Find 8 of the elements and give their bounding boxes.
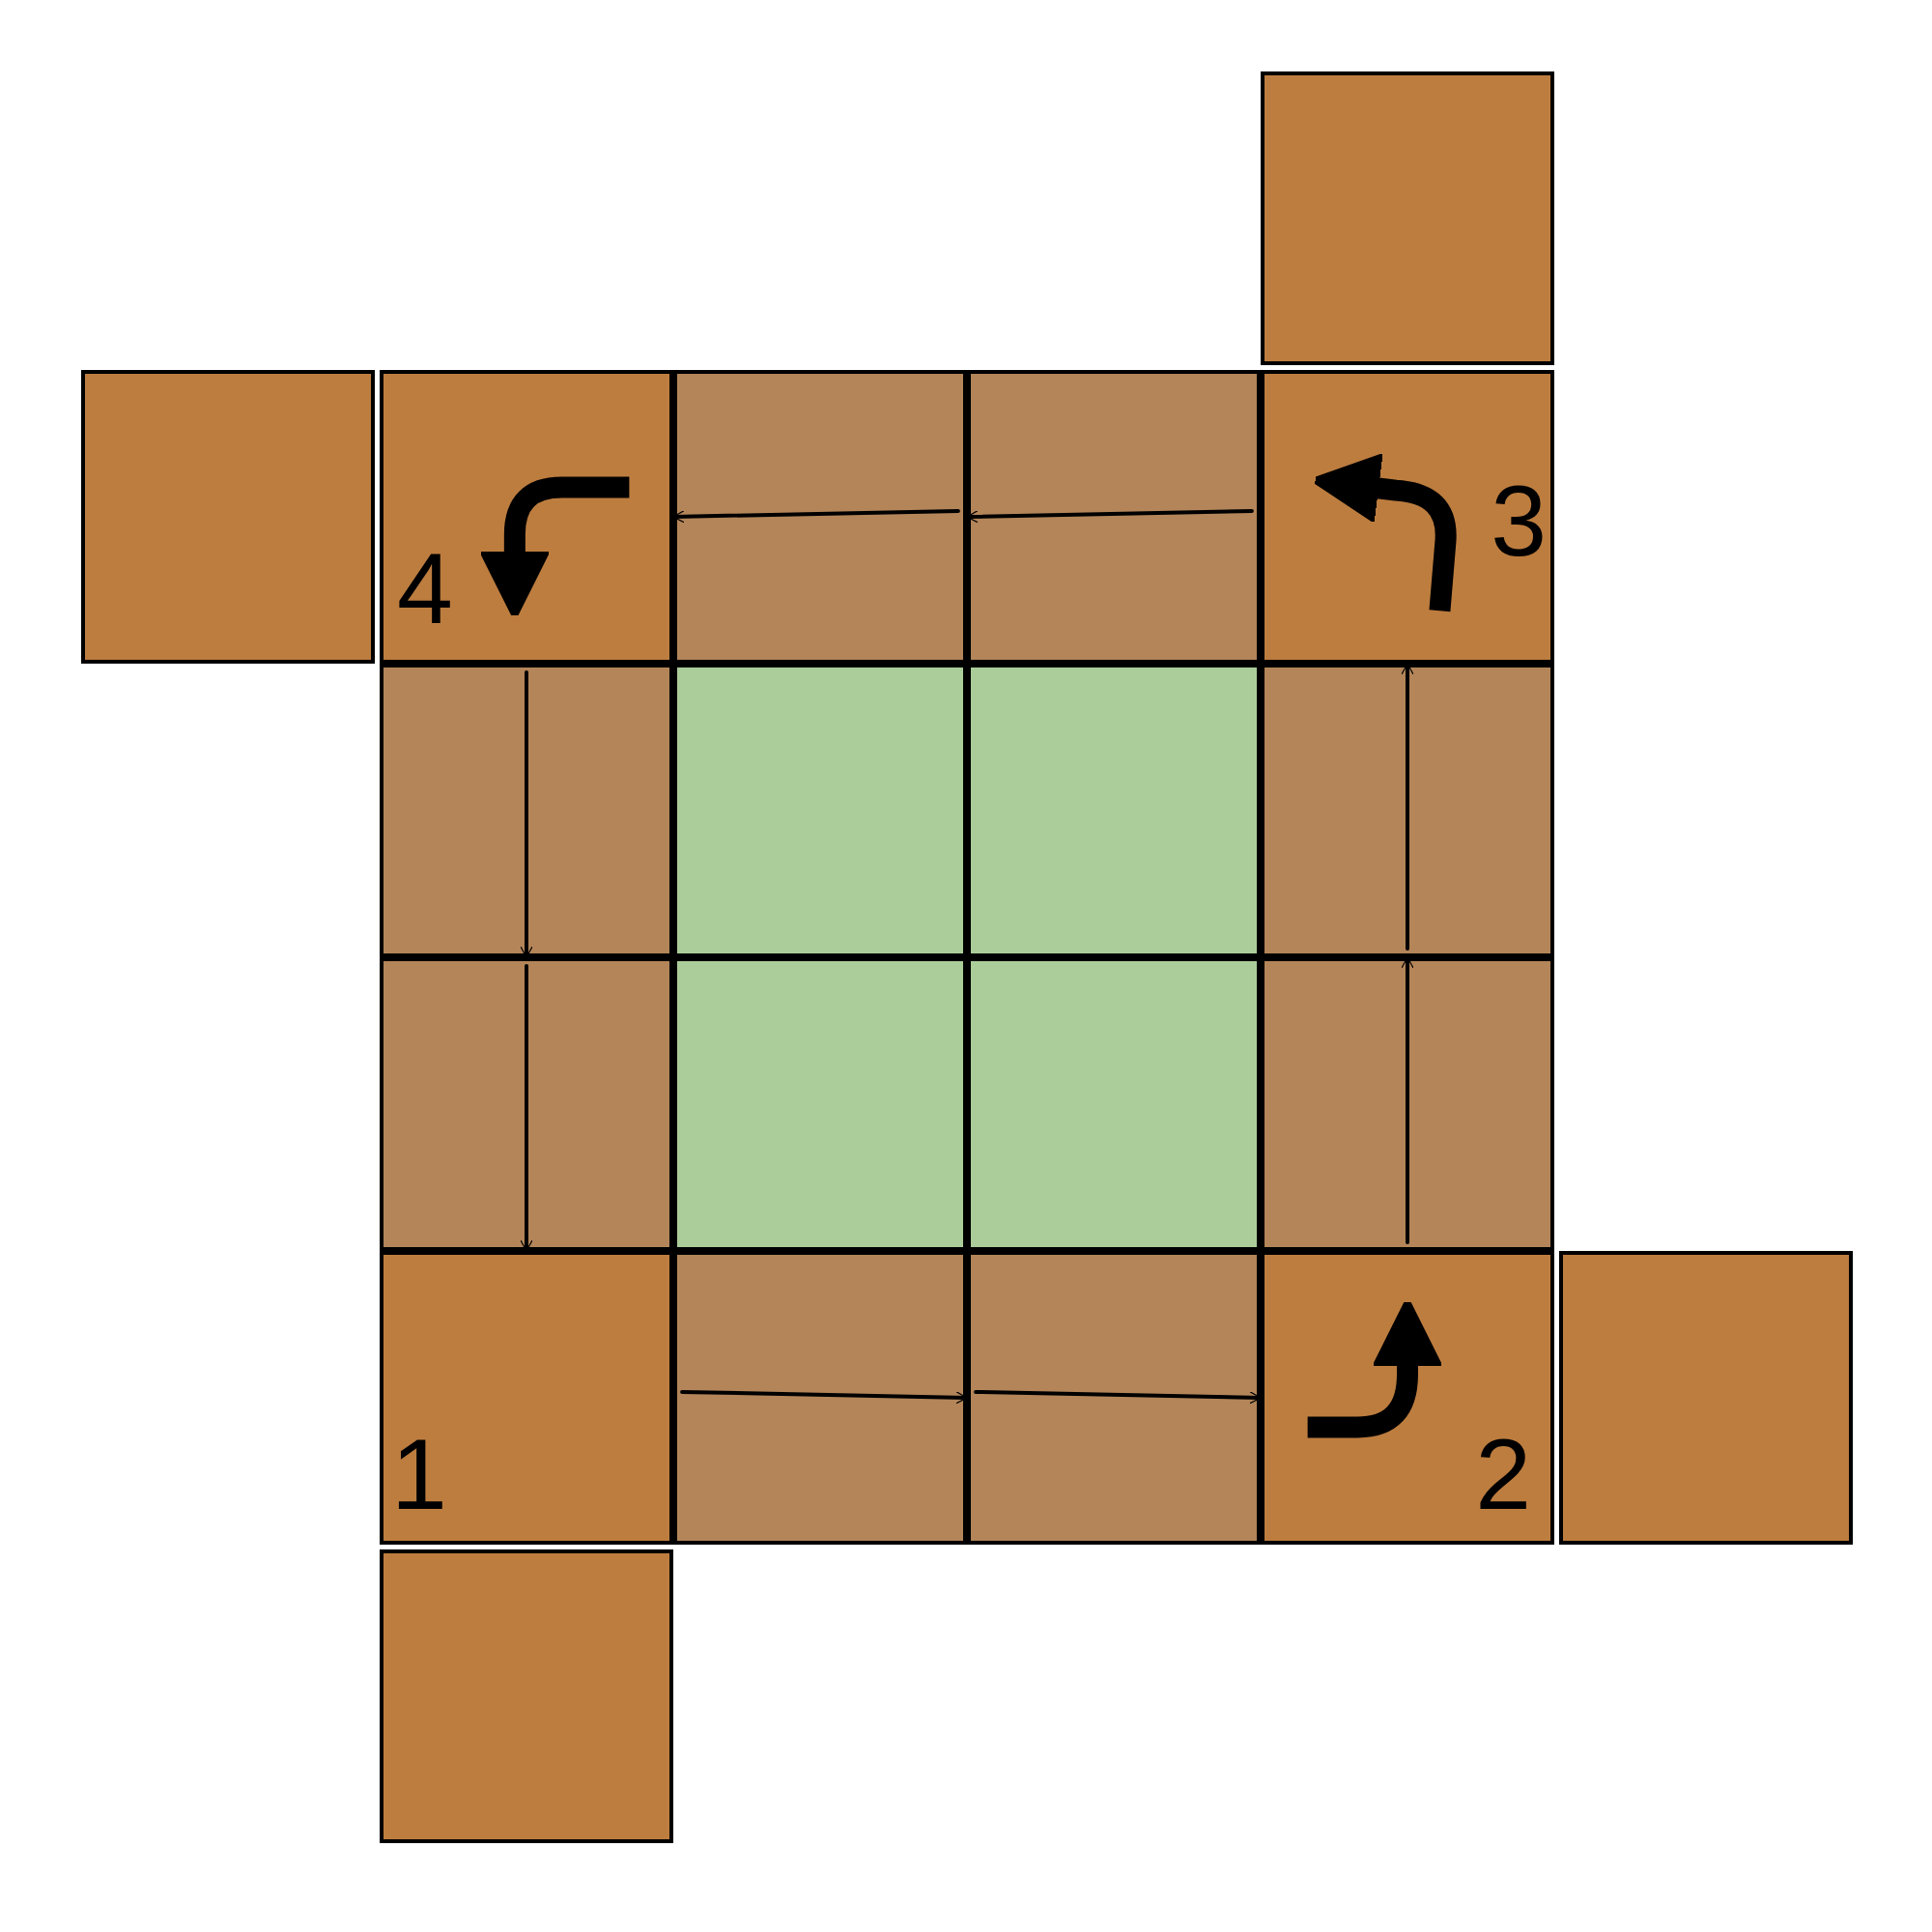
step-number: 1 (391, 1424, 447, 1524)
step-number: 3 (1491, 470, 1547, 571)
board-square (81, 370, 375, 664)
board-square (380, 1549, 673, 1843)
board-square (1261, 71, 1554, 365)
step-number: 2 (1475, 1424, 1531, 1524)
board-square (1559, 1251, 1853, 1545)
step-number: 4 (397, 538, 453, 639)
